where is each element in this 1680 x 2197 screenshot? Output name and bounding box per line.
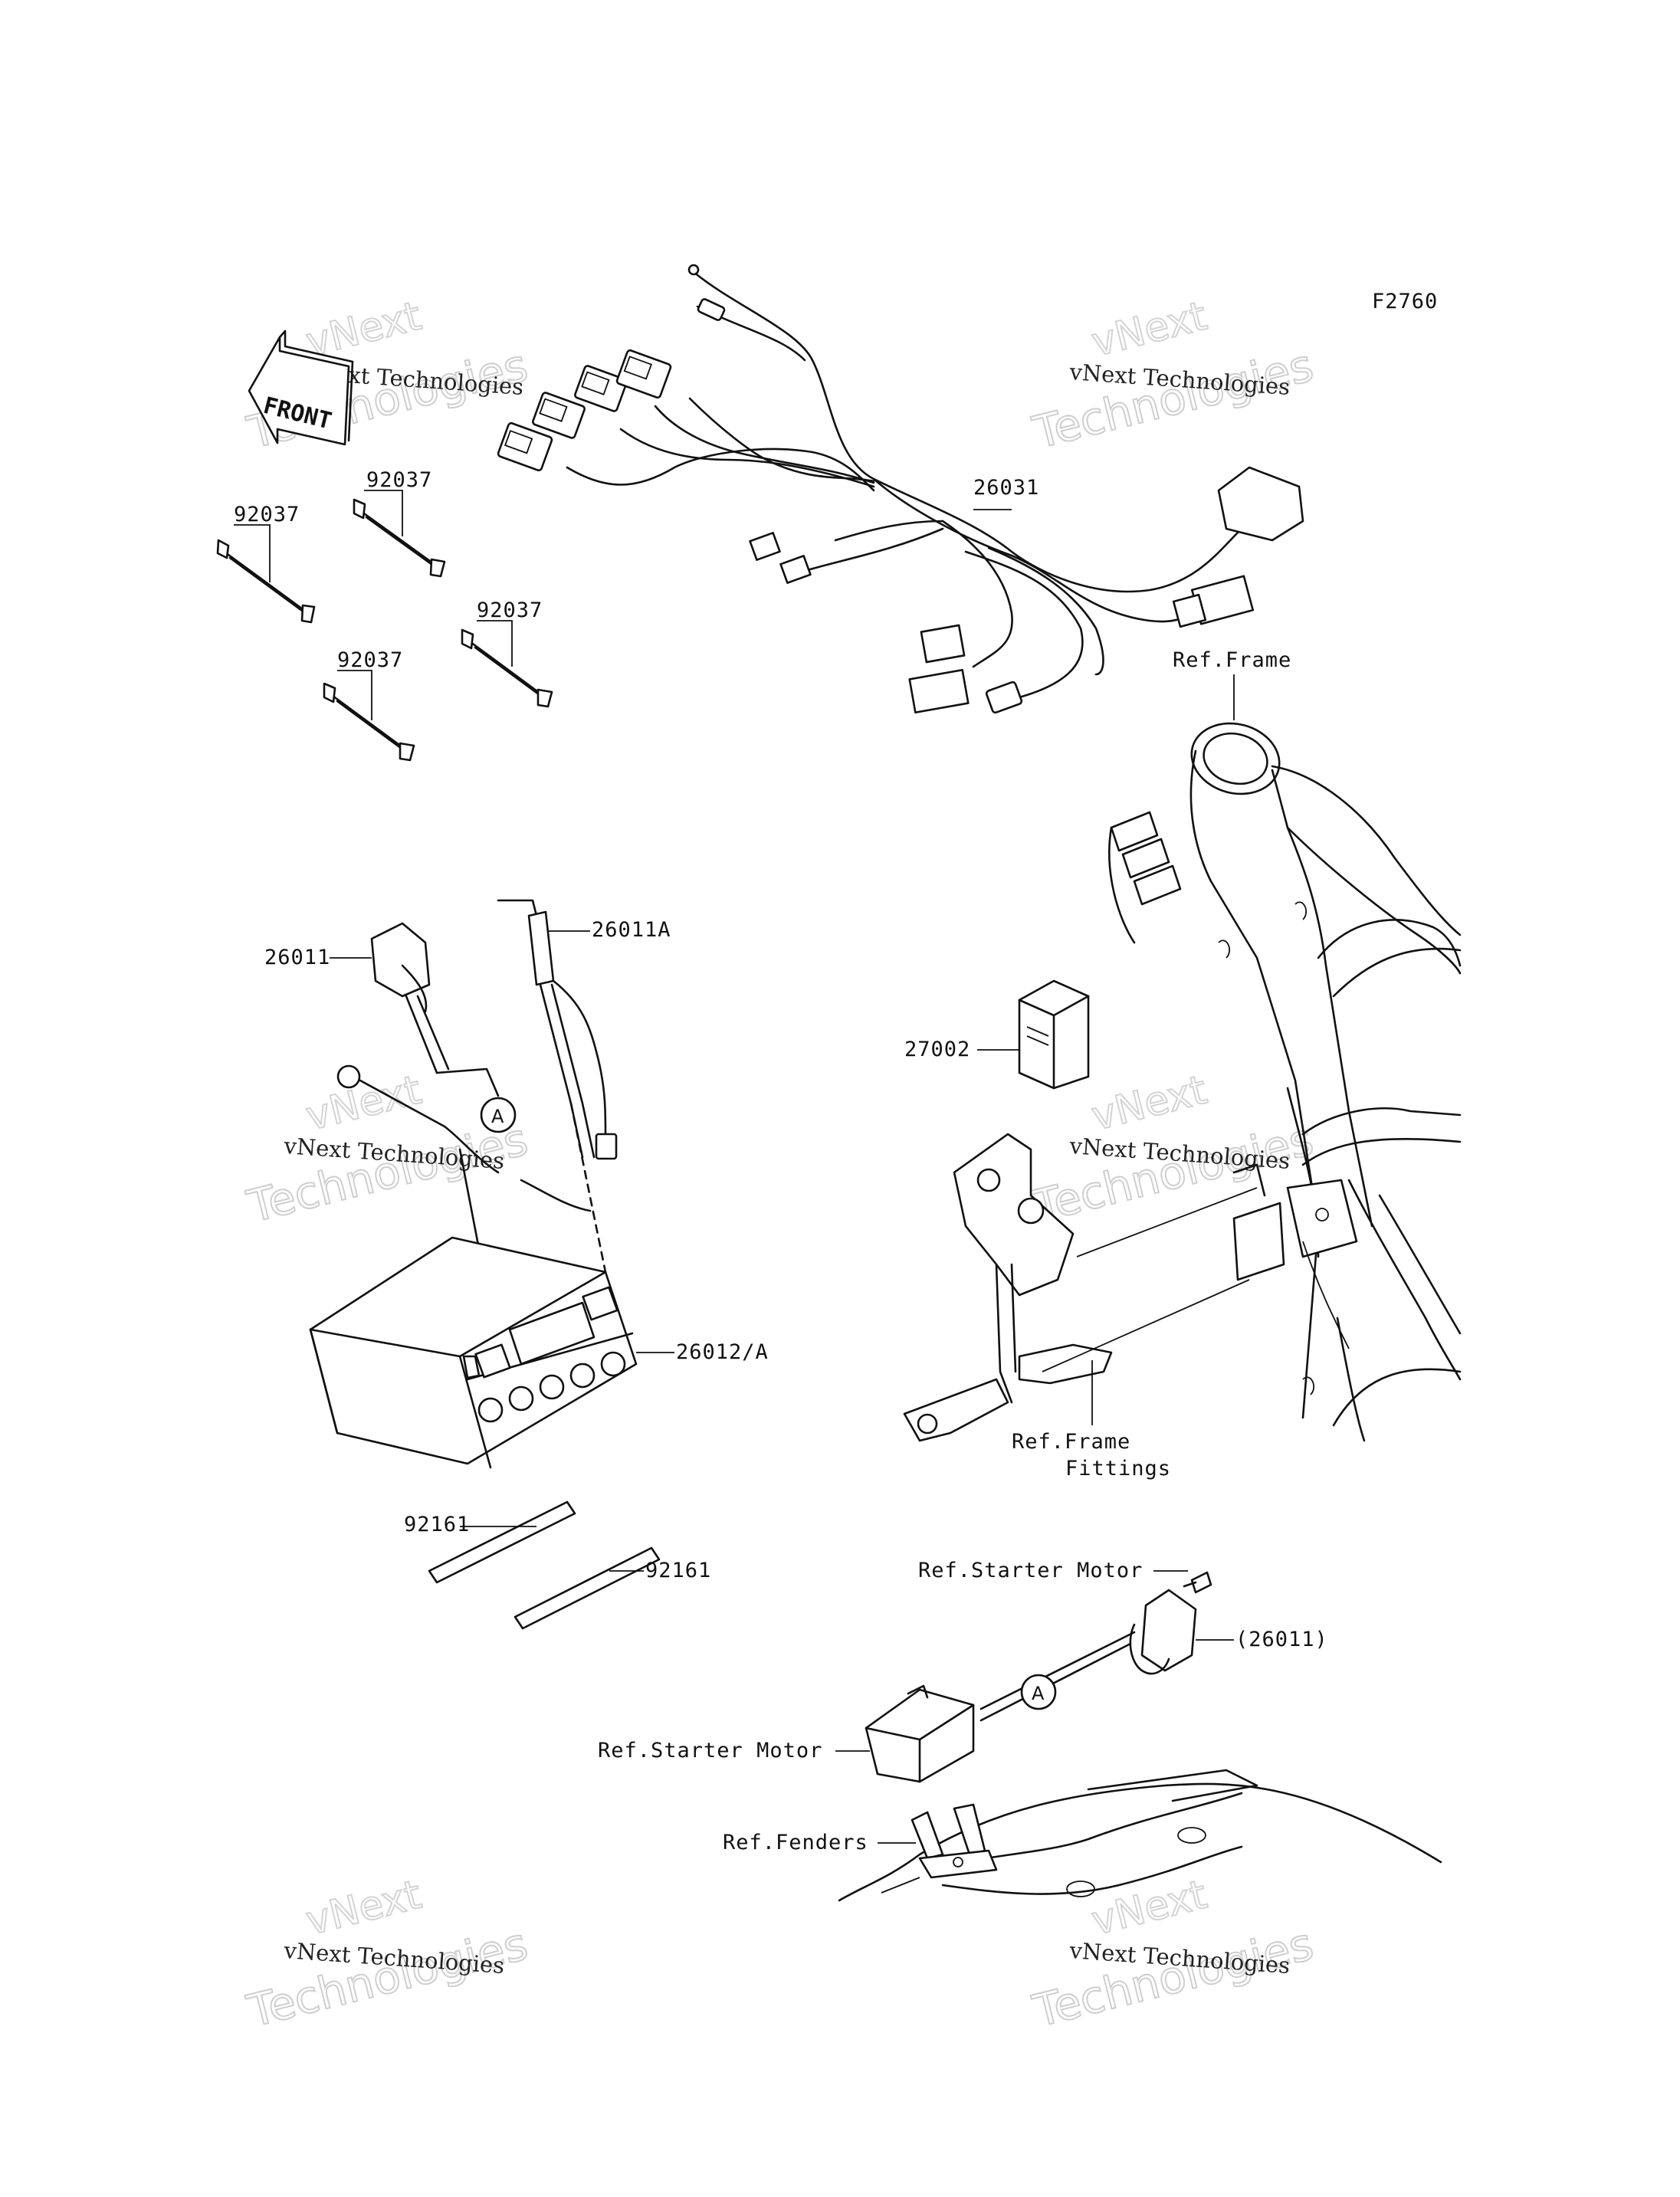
main-harness [497,264,1304,714]
callout-ref-starter-left: Ref.Starter Motor [598,1739,822,1763]
callout-clamp-b: 92037 [366,468,432,492]
svg-text:vNext: vNext [1088,1872,1212,1945]
relay-bracket [903,1133,1258,1442]
circle-a-2: A [1020,1674,1057,1710]
starter-relay [865,1684,975,1783]
cable-26011a [497,899,618,1274]
callout-clamp-a: 92037 [234,503,300,526]
svg-text:vNext: vNext [1088,1067,1212,1140]
frame [1108,722,1462,1442]
watermark-top-right: vNext Technologies vNext Technologies [1027,293,1319,460]
strap-a [428,1500,576,1584]
clamp-d-leader [337,670,372,720]
relay-27002 [1018,979,1090,1090]
callout-frame-fittings-2: Fittings [1065,1457,1171,1481]
callout-clamp-d: 92037 [337,648,403,672]
callout-relay: 27002 [904,1038,970,1061]
svg-text:A: A [1032,1683,1045,1704]
callout-strap-b: 92161 [645,1559,711,1582]
svg-text:vNext: vNext [302,1872,426,1945]
watermark-mid-left: vNext Technologies vNext Technologies [241,1067,533,1234]
watermark-bottom-right: vNext Technologies vNext Technologies [1027,1871,1319,2038]
callout-cable-26011a: 26011A [592,918,671,942]
callout-harness: 26031 [973,476,1039,500]
callout-strap-a: 92161 [404,1513,470,1536]
cable-26011-paren [979,1589,1234,1722]
circle-a-1: A [480,1097,517,1133]
strap-b [514,1546,661,1630]
clamp-a [216,539,316,624]
clamp-d [323,682,415,762]
clamp-b [353,498,446,578]
svg-text:vNext: vNext [302,1067,426,1140]
front-arrow-icon: FRONT [248,330,354,446]
watermark-bottom-left: vNext Technologies vNext Technologies [241,1871,533,2038]
starter-bolt [1183,1571,1212,1594]
fenders [838,1769,1442,1902]
callout-ref-starter-top: Ref.Starter Motor [918,1559,1143,1582]
callout-cable-26011: 26011 [264,946,330,969]
clamp-a-leader [234,524,271,582]
callout-battery: 26012/A [676,1340,769,1364]
clamp-b-leader [364,490,403,536]
callout-ref-frame: Ref.Frame [1173,648,1291,672]
svg-text:A: A [491,1106,504,1127]
callout-ref-fenders: Ref.Fenders [723,1831,868,1854]
callout-frame-fittings-1: Ref.Frame [1012,1430,1130,1454]
diagram-code: F2760 [1372,290,1438,313]
callout-cable-26011-paren: (26011) [1235,1628,1328,1651]
callout-clamp-c: 92037 [477,598,543,622]
clamp-c [461,628,553,708]
clamp-c-leader [477,620,513,667]
battery [309,1236,638,1469]
svg-text:vNext: vNext [1088,293,1212,366]
